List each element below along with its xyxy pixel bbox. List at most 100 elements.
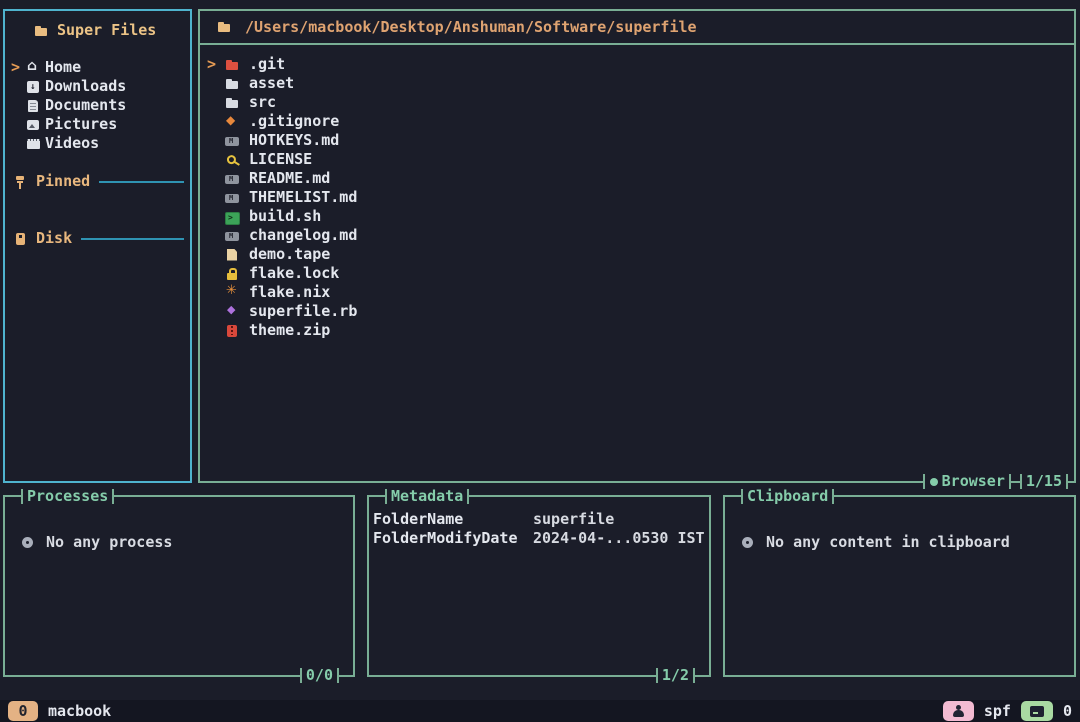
metadata-value: 2024-04-...0530 IST [533,529,705,547]
file-row[interactable]: > superfile.rb [200,302,1074,321]
file-icon [225,248,240,262]
file-name: HOTKEYS.md [249,131,340,149]
file-name: asset [249,74,295,92]
current-path: /Users/macbook/Desktop/Anshuman/Software… [245,17,697,36]
session-index-badge: 0 [8,701,38,721]
sidebar-item-label: Pictures [45,115,118,133]
cursor-indicator: > [207,55,217,73]
file-row[interactable]: > build.sh [200,207,1074,226]
metadata-title-text: Metadata [391,487,464,505]
file-name: superfile.rb [249,302,358,320]
file-name: theme.zip [249,321,331,339]
pinned-label: Pinned [36,172,91,190]
window-badge [1020,701,1053,721]
file-row[interactable]: > LICENSE [200,150,1074,169]
metadata-key: FolderModifyDate [373,529,518,547]
sidebar-item[interactable]: > Videos [5,134,190,153]
file-icon [225,229,240,243]
app-title: Super Files [34,21,190,40]
metadata-counter-text: 1/2 [661,666,689,684]
metadata-panel: Metadata FolderName superfile FolderModi… [367,489,711,683]
folder-icon [34,24,49,38]
file-icon [225,58,240,72]
file-name: .git [249,55,286,73]
sidebar-item[interactable]: > Home [5,58,190,77]
processes-empty-text: No any process [46,533,173,551]
file-row[interactable]: > HOTKEYS.md [200,131,1074,150]
file-row[interactable]: > THEMELIST.md [200,188,1074,207]
border-junction [741,489,743,504]
bullet-icon [21,536,36,550]
app-title-text: Super Files [57,21,157,39]
folder-icon [217,20,232,34]
file-icon [225,96,240,110]
processes-counter-text: 0/0 [305,666,333,684]
sidebar-item[interactable]: > Documents [5,96,190,115]
file-name: .gitignore [249,112,340,130]
processes-title: Processes [21,487,115,505]
metadata-value: superfile [533,510,615,528]
tmux-status-bar: 0 macbook spf 0 [0,700,1080,722]
metadata-key: FolderName [373,510,464,528]
sidebar-item-icon [26,137,41,151]
border-junction [655,668,658,683]
file-row[interactable]: > theme.zip [200,321,1074,340]
border-junction [1019,474,1022,489]
border-junction [21,489,23,504]
sidebar-item-icon [26,118,41,132]
hostname-label: macbook [48,701,112,720]
pinned-section-header: Pinned [5,172,190,191]
file-name: demo.tape [249,245,331,263]
file-icon [224,152,241,168]
sidebar-item[interactable]: > Pictures [5,115,190,134]
section-divider [81,237,184,240]
session-name: spf [983,701,1011,720]
file-row[interactable]: > .git [200,55,1074,74]
processes-counter: 0/0 [299,666,339,684]
file-browser-panel: /Users/macbook/Desktop/Anshuman/Software… [198,9,1076,489]
window-index: 0 [1062,701,1072,720]
file-name: README.md [249,169,331,187]
clipboard-panel: Clipboard No any content in clipboard [723,489,1076,677]
mode-dot-icon [929,477,938,486]
file-row[interactable]: > src [200,93,1074,112]
file-icon [225,324,240,338]
metadata-row: FolderModifyDate 2024-04-...0530 IST [373,529,709,548]
border-junction [693,668,695,683]
terminal-icon [1029,705,1044,717]
file-row[interactable]: > flake.nix [200,283,1074,302]
sidebar-item-icon [26,59,41,75]
file-row[interactable]: > flake.lock [200,264,1074,283]
path-bar: /Users/macbook/Desktop/Anshuman/Software… [200,11,1074,45]
processes-title-text: Processes [27,487,109,505]
file-icon [225,210,240,225]
file-row[interactable]: > README.md [200,169,1074,188]
file-row[interactable]: > .gitignore [200,112,1074,131]
file-icon [225,303,240,319]
sidebar-panel: Super Files > Home > Downloads > [3,9,192,483]
file-row[interactable]: > asset [200,74,1074,93]
sidebar-item-label: Home [45,58,82,76]
sidebar-item-icon [26,80,41,94]
border-junction [112,489,115,504]
file-row[interactable]: > demo.tape [200,245,1074,264]
panel-mode-label: Browser [941,472,1005,490]
border-junction [337,668,339,683]
clipboard-title: Clipboard [741,489,835,504]
file-name: LICENSE [249,150,313,168]
sidebar-item[interactable]: > Downloads [5,77,190,96]
metadata-counter: 1/2 [655,666,695,684]
file-icon [225,172,240,186]
processes-empty-message: No any process [5,533,353,552]
file-row[interactable]: > changelog.md [200,226,1074,245]
border-junction [467,489,470,504]
file-icon [225,267,240,281]
sidebar-item-label: Downloads [45,77,127,95]
sidebar-item-label: Videos [45,134,100,152]
bullet-icon [741,536,756,550]
border-junction [832,489,835,504]
file-name: flake.lock [249,264,340,282]
file-name: flake.nix [249,283,331,301]
processes-panel: Processes No any process 0/0 [3,489,355,683]
